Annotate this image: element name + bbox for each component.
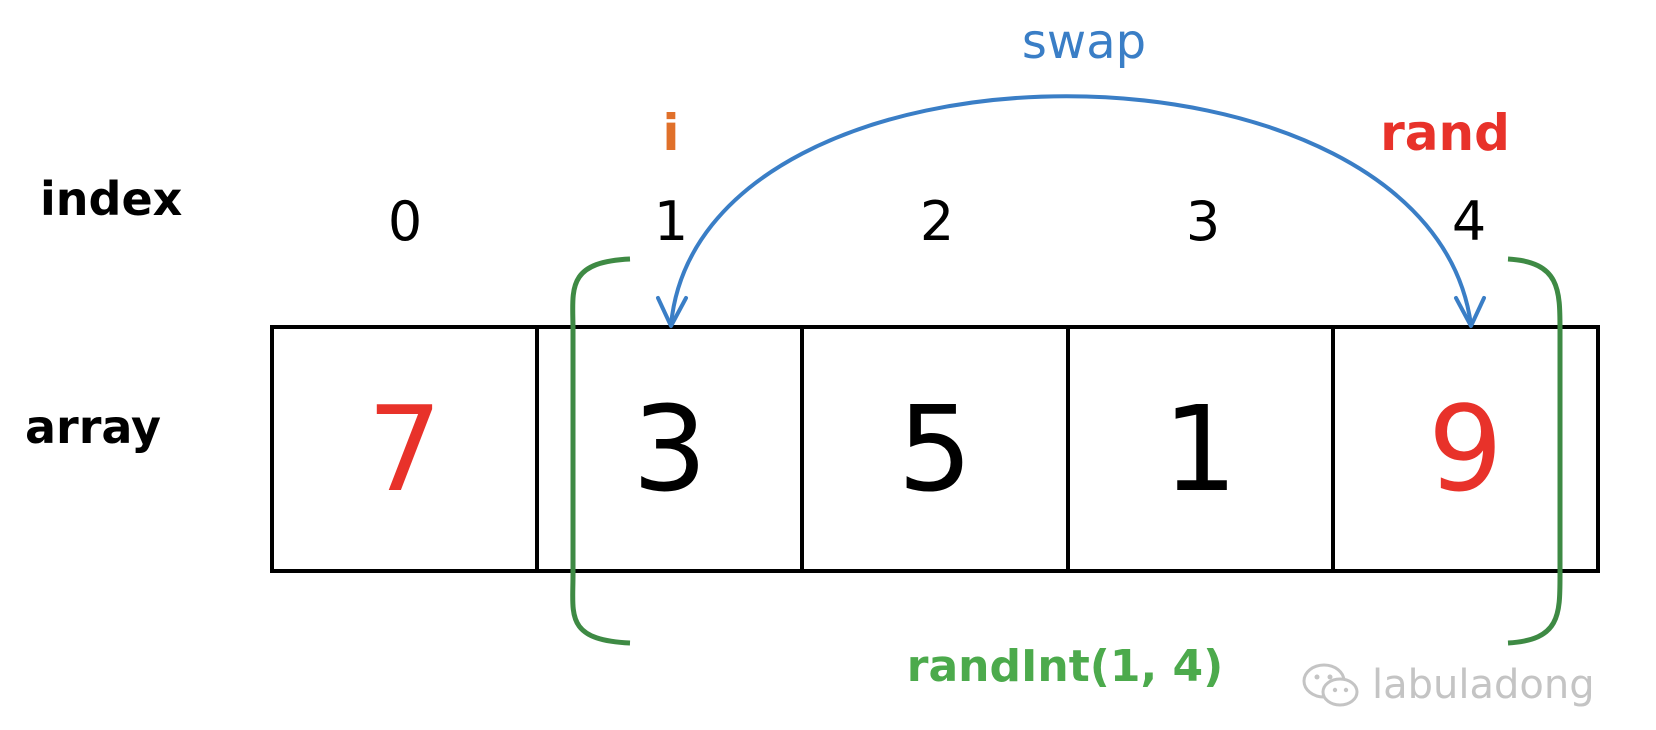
swap-label: swap [1021,14,1147,70]
swap-arrowhead-left [656,296,688,328]
array-cell-4: 9 [1427,380,1503,518]
index-label-2: 2 [919,190,955,253]
array-row-label: array [25,400,162,454]
watermark-text: labuladong [1372,662,1595,708]
range-label: randInt(1, 4) [906,641,1224,692]
range-bracket-left [570,256,631,646]
index-label-1: 1 [653,190,689,253]
index-label-3: 3 [1185,190,1221,253]
wechat-icon [1302,663,1359,707]
swap-arrowhead-right [1454,296,1486,328]
watermark: labuladong [1300,662,1595,708]
array-cells: 7 3 5 1 9 [270,325,1600,573]
index-label-4: 4 [1451,190,1487,253]
array-cell-1: 3 [539,329,805,569]
swap-arrow [669,94,1473,326]
array-cell-0: 7 [274,329,540,569]
range-bracket-right [1507,256,1563,646]
array-cell-3: 1 [1070,329,1335,569]
pointer-rand-label: rand [1380,104,1510,162]
index-label-0: 0 [387,190,423,253]
array-cell-2: 5 [804,329,1070,569]
index-row-label: index [40,172,183,226]
pointer-i-label: i [662,104,680,162]
